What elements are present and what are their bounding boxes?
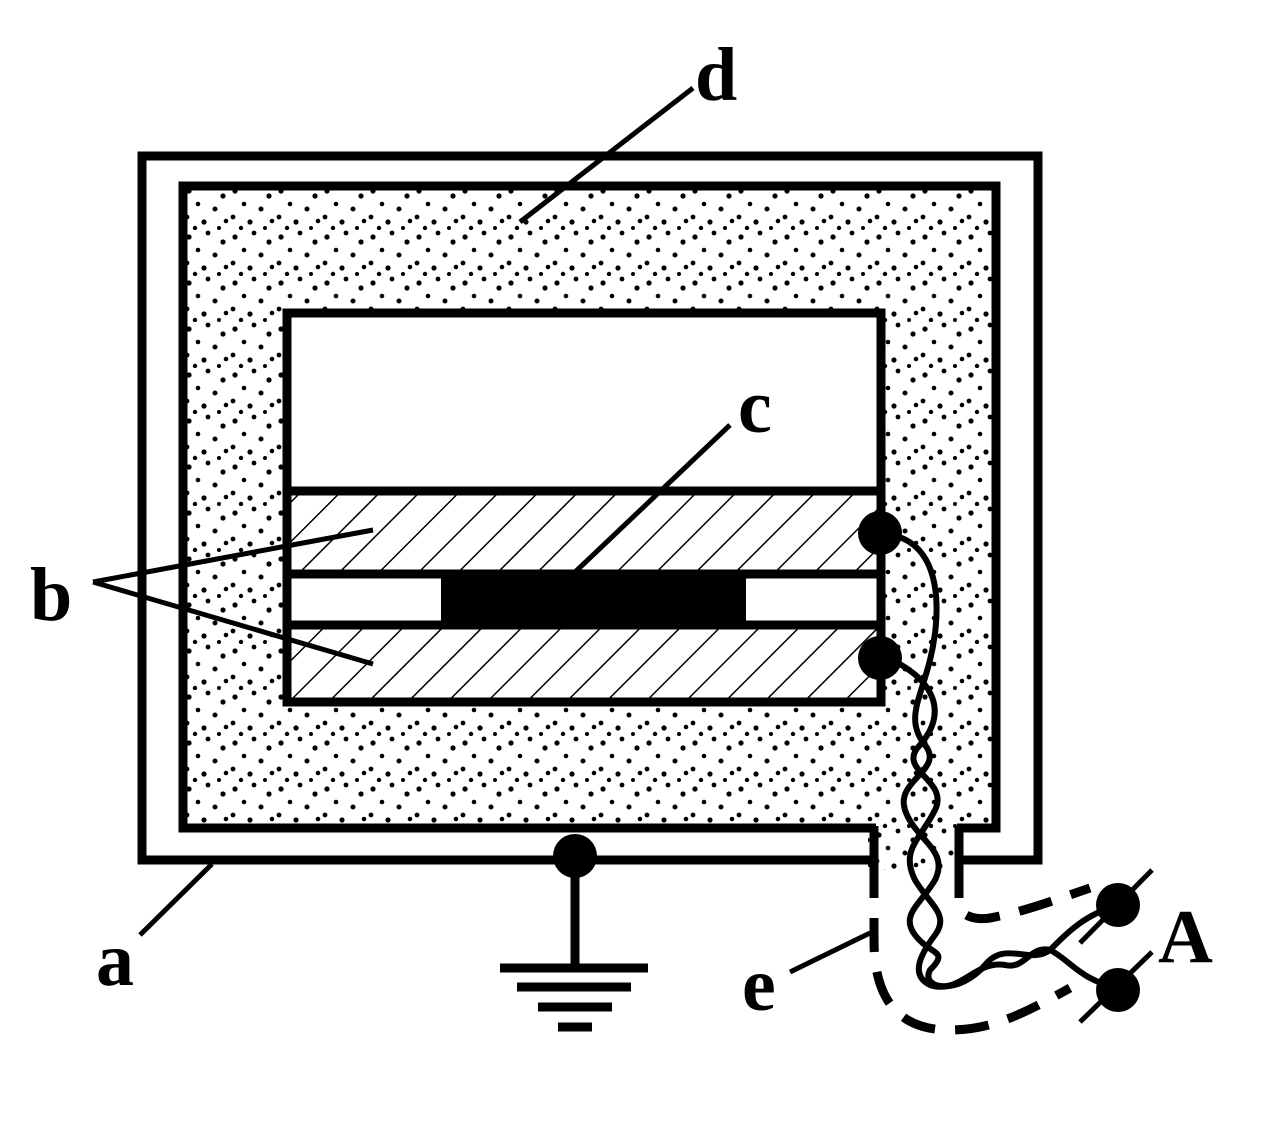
- terminal-2-tick: [1078, 950, 1154, 1024]
- leader-line-b-upper: [92, 527, 374, 585]
- output-terminal-2: [1096, 968, 1140, 1012]
- leader-line-c: [571, 423, 732, 576]
- specimen-layer: [441, 578, 746, 622]
- leader-line-b-lower: [92, 579, 374, 667]
- leader-line-e: [788, 930, 872, 975]
- upper-electrode-terminal: [858, 511, 902, 555]
- leader-line-d: [518, 86, 695, 224]
- label-d: d: [695, 33, 737, 117]
- upper-electrode: [291, 493, 877, 573]
- cable-shield-outer: [869, 864, 1073, 1035]
- cable-shield-inner: [954, 864, 1092, 924]
- label-A: A: [1158, 895, 1213, 979]
- label-a: a: [96, 918, 134, 1002]
- label-c: c: [738, 365, 772, 449]
- terminal-1-tick: [1078, 868, 1154, 945]
- lead-wire-2: [893, 659, 1121, 991]
- ground-icon: [500, 860, 648, 1032]
- ground-connection-dot: [553, 834, 597, 878]
- label-e: e: [742, 943, 776, 1027]
- lower-electrode: [291, 627, 877, 698]
- outer-shield-wall: [137, 151, 1043, 865]
- leader-line-a: [138, 862, 214, 937]
- lower-electrode-terminal: [858, 636, 902, 680]
- label-b: b: [30, 553, 72, 637]
